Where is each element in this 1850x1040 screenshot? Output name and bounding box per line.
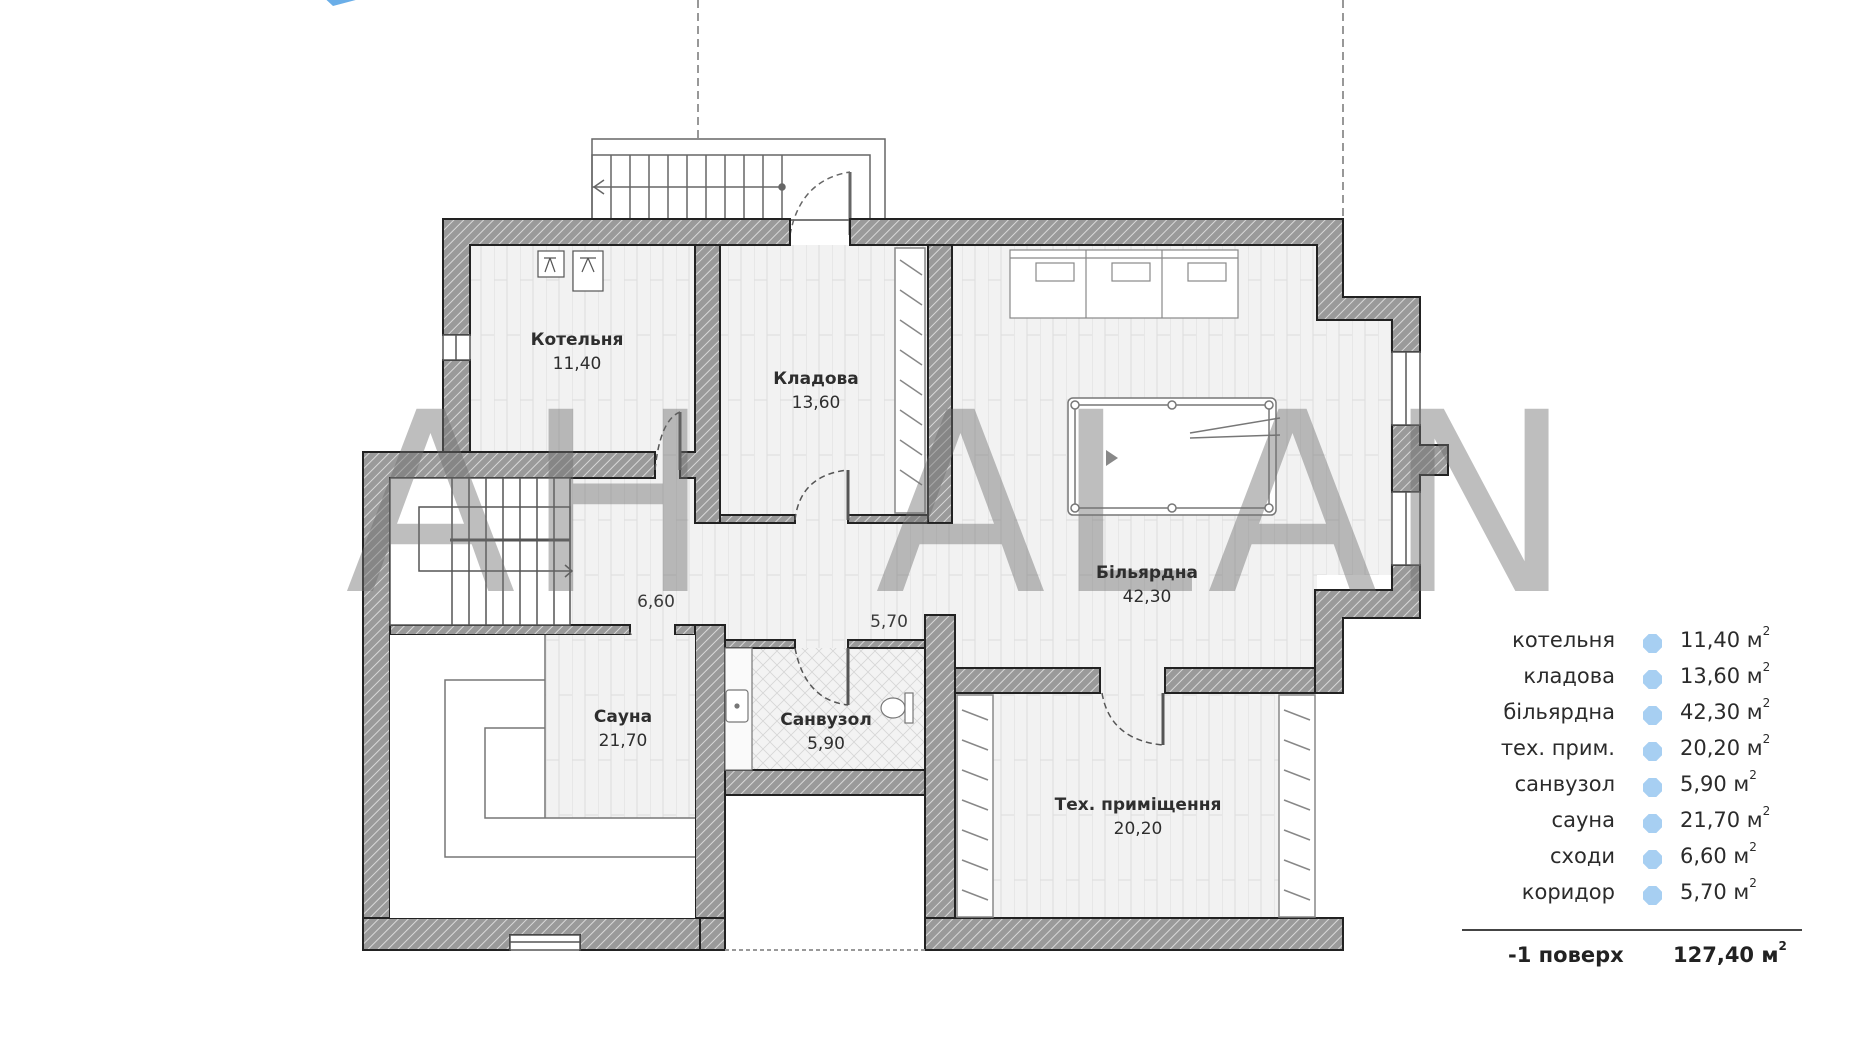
legend-label: більярдна bbox=[1503, 700, 1615, 724]
logo-fragment-icon bbox=[326, 0, 356, 6]
legend-row-bilyardna: більярдна 42,30 м2 bbox=[1470, 696, 1810, 736]
room-name: Котельня bbox=[530, 330, 624, 350]
floor-total-area: 127,40 м2 bbox=[1673, 939, 1787, 967]
legend-row-kladova: кладова 13,60 м2 bbox=[1470, 660, 1810, 700]
legend-dot-icon bbox=[1643, 742, 1662, 761]
legend-value: 11,40 м2 bbox=[1680, 624, 1771, 652]
legend-label: кладова bbox=[1523, 664, 1615, 688]
legend-value: 42,30 м2 bbox=[1680, 696, 1771, 724]
legend-dot-icon bbox=[1643, 814, 1662, 833]
legend-value: 20,20 м2 bbox=[1680, 732, 1771, 760]
legend-value: 5,90 м2 bbox=[1680, 768, 1757, 796]
area-legend: котельня 11,40 м2 кладова 13,60 м2 білья… bbox=[1470, 624, 1810, 916]
room-area-korydor: 5,70 bbox=[870, 612, 908, 632]
floor-label: -1 поверх bbox=[1508, 943, 1624, 967]
room-area: 42,30 bbox=[1122, 587, 1172, 607]
legend-label: сходи bbox=[1550, 844, 1615, 868]
room-name: Сауна bbox=[593, 707, 653, 727]
room-name: Тех. приміщення bbox=[1054, 795, 1222, 815]
legend-value: 5,70 м2 bbox=[1680, 876, 1757, 904]
legend-dot-icon bbox=[1643, 706, 1662, 725]
legend-label: санвузол bbox=[1514, 772, 1615, 796]
floor-total: -1 поверх 127,40 м2 bbox=[1470, 939, 1810, 973]
legend-label: сауна bbox=[1551, 808, 1615, 832]
room-area: 21,70 bbox=[598, 731, 648, 751]
legend-dot-icon bbox=[1643, 670, 1662, 689]
legend-value: 13,60 м2 bbox=[1680, 660, 1771, 688]
room-area-skhody: 6,60 bbox=[637, 592, 675, 612]
room-label-bilyardna: Більярдна 42,30 bbox=[1096, 561, 1198, 609]
legend-label: коридор bbox=[1521, 880, 1615, 904]
legend-row-skhody: сходи 6,60 м2 bbox=[1470, 840, 1810, 880]
room-area: 20,20 bbox=[1113, 819, 1163, 839]
legend-row-kotelnya: котельня 11,40 м2 bbox=[1470, 624, 1810, 664]
legend-row-korydor: коридор 5,70 м2 bbox=[1470, 876, 1810, 916]
legend-label: котельня bbox=[1512, 628, 1615, 652]
legend-dot-icon bbox=[1643, 634, 1662, 653]
room-label-tekh: Тех. приміщення 20,20 bbox=[1055, 793, 1222, 841]
room-name: Санвузол bbox=[780, 710, 872, 730]
room-label-kotelnya: Котельня 11,40 bbox=[531, 328, 624, 376]
legend-divider bbox=[1462, 929, 1802, 931]
legend-value: 21,70 м2 bbox=[1680, 804, 1771, 832]
room-label-sauna: Сауна 21,70 bbox=[594, 705, 652, 753]
room-name: Кладова bbox=[773, 369, 859, 389]
room-label-sanvuzol: Санвузол 5,90 bbox=[780, 708, 872, 756]
room-label-kladova: Кладова 13,60 bbox=[773, 367, 858, 415]
legend-dot-icon bbox=[1643, 778, 1662, 797]
room-area: 11,40 bbox=[552, 354, 602, 374]
legend-dot-icon bbox=[1643, 886, 1662, 905]
room-area: 13,60 bbox=[791, 393, 841, 413]
legend-dot-icon bbox=[1643, 850, 1662, 869]
legend-value: 6,60 м2 bbox=[1680, 840, 1757, 868]
legend-row-sanvuzol: санвузол 5,90 м2 bbox=[1470, 768, 1810, 808]
legend-label: тех. прим. bbox=[1500, 736, 1615, 760]
legend-row-sauna: сауна 21,70 м2 bbox=[1470, 804, 1810, 844]
room-name: Більярдна bbox=[1095, 563, 1199, 583]
room-area: 5,90 bbox=[807, 734, 845, 754]
legend-row-tekh: тех. прим. 20,20 м2 bbox=[1470, 732, 1810, 772]
